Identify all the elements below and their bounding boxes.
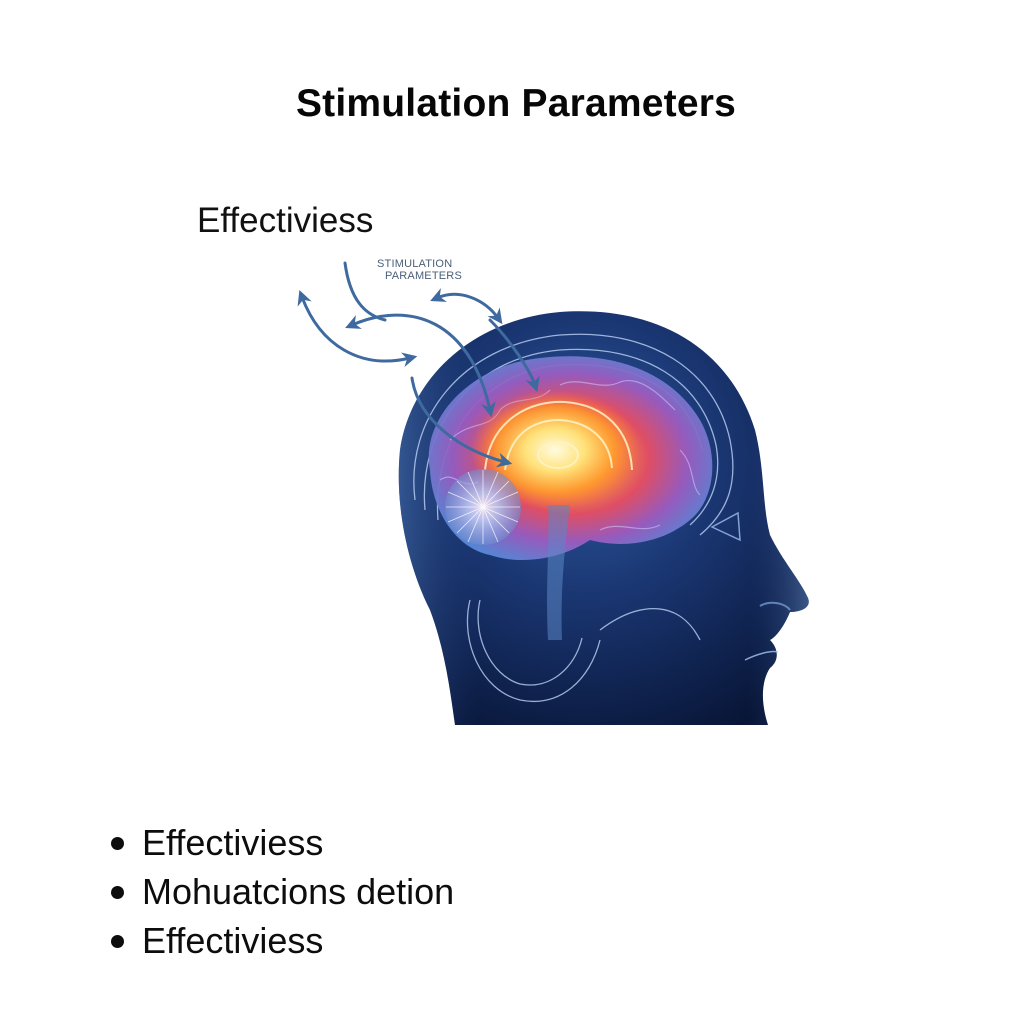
- list-item-label: Mohuatcions detion: [142, 871, 455, 912]
- list-item-label: Effectiviess: [142, 920, 324, 961]
- arrow-to-cortex: [345, 313, 496, 418]
- stimulation-parameters-callout: STIMULATION PARAMETERS: [377, 258, 462, 282]
- list-item: Mohuatcions detion: [105, 867, 454, 916]
- stimulation-glow: [470, 390, 640, 510]
- eye-outline: [710, 511, 741, 542]
- arrow-top-inner: [488, 318, 540, 393]
- arrow-to-core: [410, 376, 513, 468]
- page-title: Stimulation Parameters: [295, 82, 737, 125]
- callout-line-2: PARAMETERS: [385, 270, 462, 282]
- list-item: Effectiviess: [105, 916, 454, 965]
- brainstem: [547, 505, 570, 640]
- arrow-double-left: [297, 289, 418, 368]
- cerebellum: [445, 469, 521, 545]
- callout-line-1: STIMULATION: [377, 258, 453, 270]
- bullet-icon: [111, 886, 124, 899]
- bullet-icon: [111, 837, 124, 850]
- list-item: Effectiviess: [105, 818, 454, 867]
- brain: [428, 356, 713, 640]
- bullet-list: Effectiviess Mohuatcions detion Effectiv…: [105, 818, 454, 965]
- effectiveness-label: Effectiviess: [197, 201, 374, 240]
- list-item-label: Effectiviess: [142, 822, 324, 863]
- arrow-double-top: [430, 288, 503, 325]
- bullet-icon: [111, 935, 124, 948]
- stimulation-arrows: [297, 261, 540, 468]
